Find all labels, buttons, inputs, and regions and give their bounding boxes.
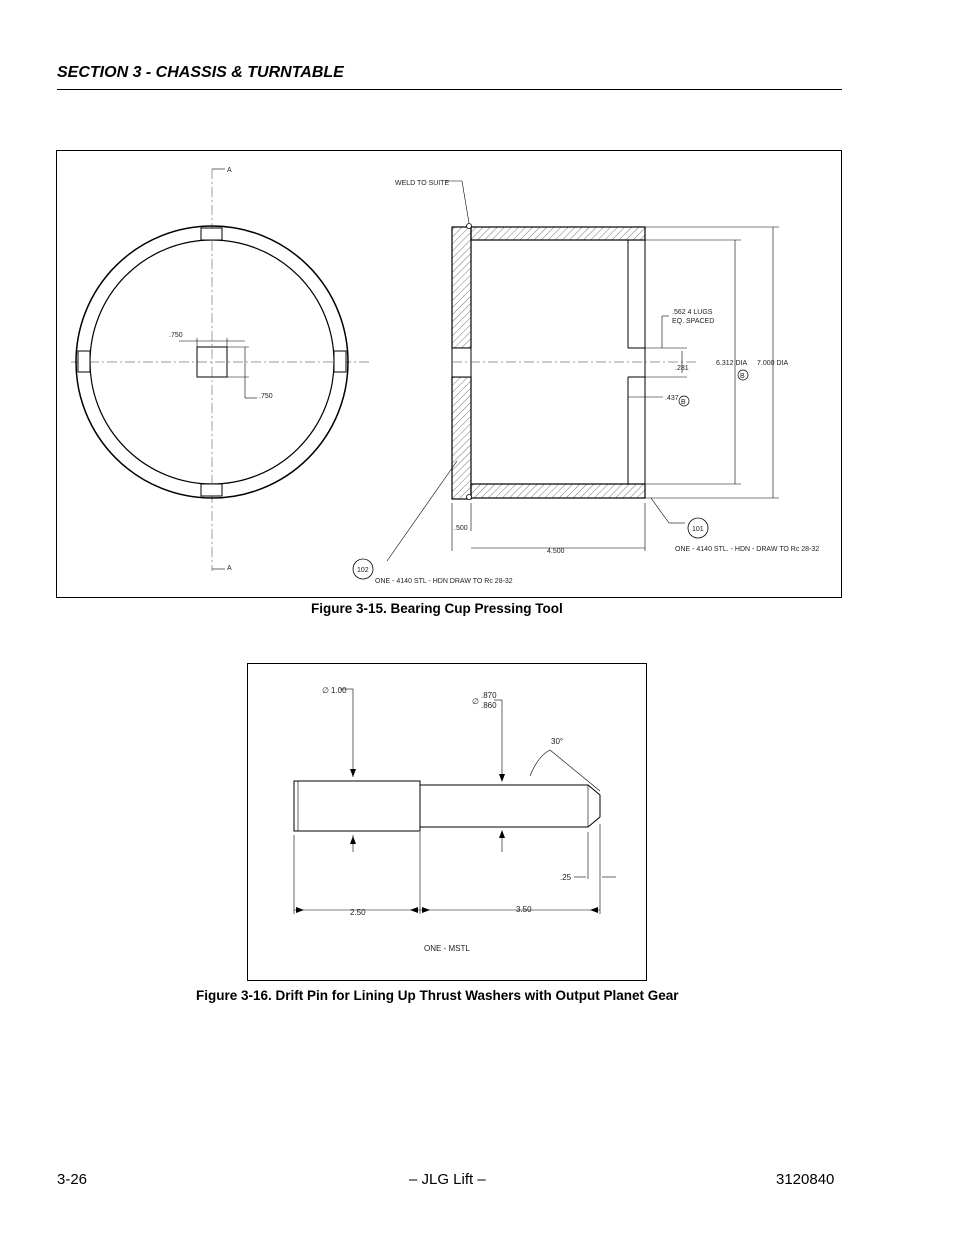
dim-350: 3.50 xyxy=(516,905,532,914)
dim-dia-small-max: .870 xyxy=(481,691,497,700)
balloon-101: 101 xyxy=(692,526,704,533)
material-note-102: ONE - 4140 STL - HDN DRAW TO Rc 28-32 xyxy=(375,578,513,585)
figure-bearing-cup-pressing-tool: A A .750 .750 xyxy=(56,150,842,598)
section-mark-top: A xyxy=(227,167,232,174)
square-dim-horizontal: .750 xyxy=(169,332,183,339)
figure-3-15-caption: Figure 3-15. Bearing Cup Pressing Tool xyxy=(311,601,563,616)
lugs-note-line2: EQ. SPACED xyxy=(672,318,714,325)
bearing-cup-drawing: A A .750 .750 xyxy=(71,167,819,585)
material-note-101: ONE - 4140 STL. - HDN - DRAW TO Rc 28-32 xyxy=(675,546,819,553)
page-number: 3-26 xyxy=(57,1171,88,1188)
drift-pin-drawing: ∅ 1.00 ∅ .870 .860 30° .25 2.50 3.50 ONE… xyxy=(293,686,616,953)
dia-symbol-large: ∅ xyxy=(322,686,329,695)
balloon-102: 102 xyxy=(357,567,369,574)
document-number: 3120840 xyxy=(776,1171,835,1188)
dim-4500: 4.500 xyxy=(547,548,565,555)
dim-025: .25 xyxy=(560,873,572,882)
dim-outer-diameter: 7.000 DIA xyxy=(757,360,788,367)
figure-drift-pin: ∅ 1.00 ∅ .870 .860 30° .25 2.50 3.50 ONE… xyxy=(247,663,647,981)
dim-500: .500 xyxy=(454,525,468,532)
header-rule xyxy=(57,89,842,90)
dim-437: .437 xyxy=(665,395,679,402)
section-mark-bottom: A xyxy=(227,565,232,572)
weld-note: WELD TO SUITE xyxy=(395,180,450,187)
dim-angle: 30° xyxy=(551,737,563,746)
dim-dia-small-min: .860 xyxy=(481,701,497,710)
dia-symbol-small: ∅ xyxy=(472,697,479,706)
square-dim-vertical: .750 xyxy=(259,393,273,400)
section-header: SECTION 3 - CHASSIS & TURNTABLE xyxy=(57,64,344,81)
circle-marker-b1: B xyxy=(740,373,745,380)
dim-281: .281 xyxy=(675,365,689,372)
circle-marker-b2: B xyxy=(681,399,686,406)
section-view xyxy=(352,180,779,580)
end-view xyxy=(71,168,371,571)
lugs-note-line1: .562 4 LUGS xyxy=(672,309,713,316)
material-note: ONE - MSTL xyxy=(424,944,470,953)
dim-inner-diameter: 6.312 DIA xyxy=(716,360,747,367)
dim-dia-large: 1.00 xyxy=(331,686,347,695)
dim-250: 2.50 xyxy=(350,908,366,917)
footer-brand: – JLG Lift – xyxy=(409,1171,486,1188)
figure-3-16-caption: Figure 3-16. Drift Pin for Lining Up Thr… xyxy=(196,988,679,1003)
drift-pin-outline xyxy=(293,688,616,914)
